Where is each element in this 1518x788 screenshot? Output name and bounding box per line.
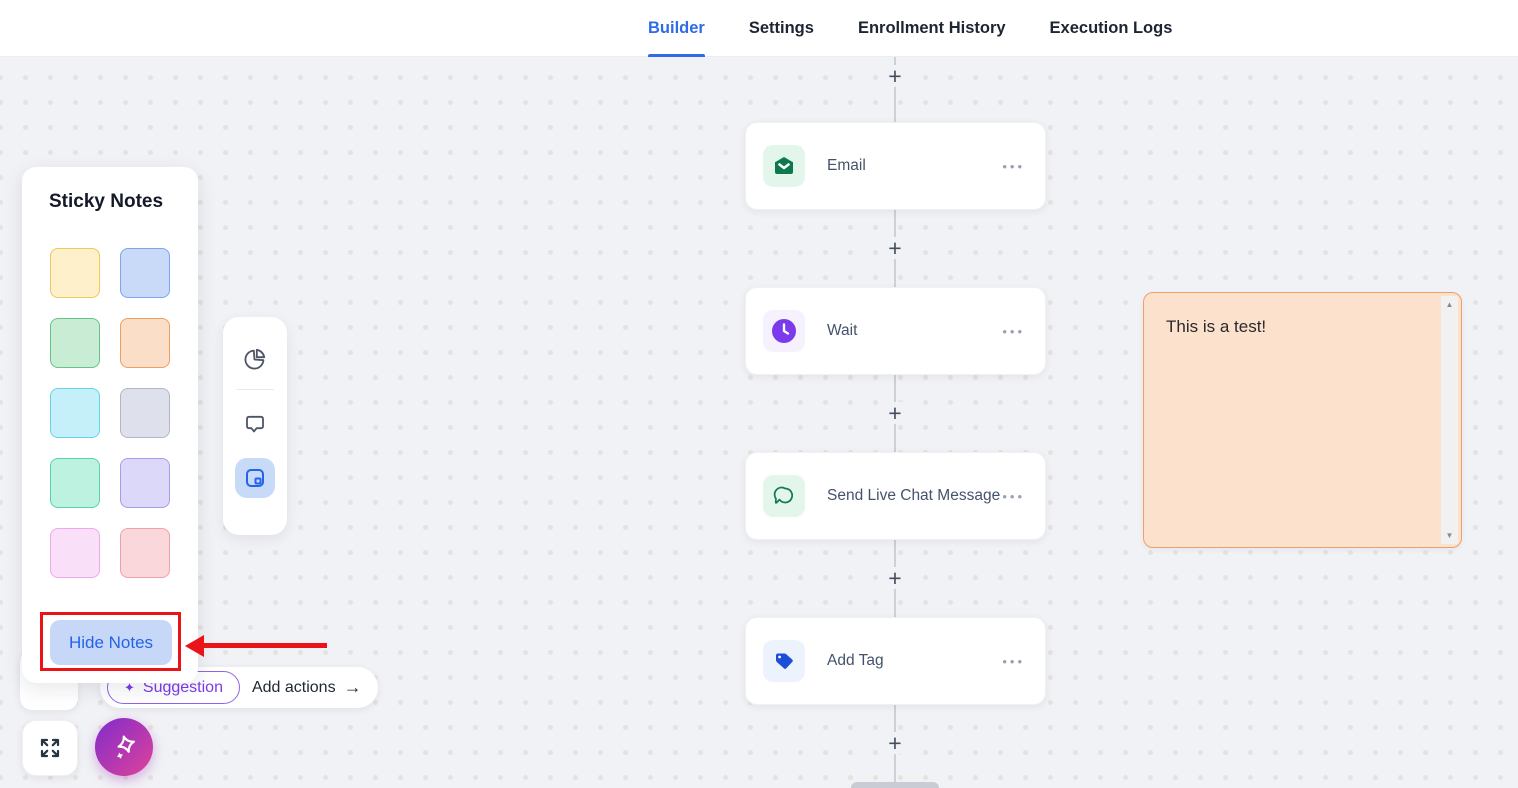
scroll-down-icon[interactable]: ▼ — [1445, 531, 1454, 540]
sparkles-icon — [116, 735, 135, 759]
node-label: Send Live Chat Message — [827, 487, 1001, 504]
email-icon — [763, 145, 805, 187]
expand-icon — [40, 738, 60, 758]
sticky-note[interactable]: This is a test! ▲ ▼ — [1143, 292, 1462, 548]
swatch-cyan[interactable] — [50, 388, 100, 438]
node-label: Wait — [827, 322, 858, 339]
swatch-green[interactable] — [50, 318, 100, 368]
scroll-up-icon[interactable]: ▲ — [1445, 300, 1454, 309]
sparkle-icon: ✦ — [124, 679, 135, 695]
tab-enrollment-history-label: Enrollment History — [857, 19, 1006, 37]
swatch-peach[interactable] — [120, 318, 170, 368]
nav-tabs: Builder Settings Enrollment History Exec… — [648, 0, 1172, 57]
swatch-lavender[interactable] — [120, 458, 170, 508]
sticky-notes-panel: Sticky Notes Hide Notes — [22, 167, 198, 683]
add-step-button[interactable]: + — [883, 567, 907, 590]
add-step-button[interactable]: + — [883, 732, 907, 755]
swatch-blue[interactable] — [120, 248, 170, 298]
tab-execution-logs[interactable]: Execution Logs — [1050, 0, 1173, 57]
add-step-button[interactable]: + — [883, 402, 907, 425]
node-menu-button[interactable]: ••• — [1002, 158, 1025, 174]
workflow-node-live-chat[interactable]: Send Live Chat Message ••• — [745, 452, 1046, 540]
workflow-node-wait[interactable]: Wait ••• — [745, 287, 1046, 375]
workflow-node-email[interactable]: Email ••• — [745, 122, 1046, 210]
sticky-note-text[interactable]: This is a test! — [1166, 317, 1267, 336]
add-actions-label: Add actions — [251, 678, 336, 696]
actions-bar: ✦ Suggestion Add actions → — [100, 667, 378, 708]
node-label: Add Tag — [827, 652, 884, 669]
tab-settings-label: Settings — [748, 19, 814, 37]
fullscreen-button[interactable] — [22, 720, 78, 776]
tab-enrollment-history[interactable]: Enrollment History — [858, 0, 1006, 57]
canvas-side-toolbar — [223, 317, 287, 535]
ai-assistant-button[interactable] — [95, 718, 153, 776]
hide-notes-button[interactable]: Hide Notes — [50, 620, 172, 665]
tab-builder[interactable]: Builder — [648, 0, 705, 57]
node-menu-button[interactable]: ••• — [1002, 323, 1025, 339]
sticky-note-icon[interactable] — [235, 458, 275, 498]
workflow-node-add-tag[interactable]: Add Tag ••• — [745, 617, 1046, 705]
live-chat-icon — [763, 475, 805, 517]
workflow-end-node-partial — [851, 782, 939, 788]
workflow-canvas[interactable]: + + + + + Email ••• Wait — [0, 57, 1518, 788]
sticky-note-scrollbar[interactable]: ▲ ▼ — [1441, 296, 1458, 544]
arrow-right-icon: → — [343, 677, 362, 697]
add-step-button[interactable]: + — [883, 237, 907, 260]
swatch-mint[interactable] — [50, 458, 100, 508]
annotation-arrow-head — [185, 635, 204, 657]
tab-builder-label: Builder — [648, 19, 705, 37]
node-menu-button[interactable]: ••• — [1002, 488, 1025, 504]
swatch-gray[interactable] — [120, 388, 170, 438]
node-menu-button[interactable]: ••• — [1002, 653, 1025, 669]
tab-execution-logs-label: Execution Logs — [1049, 19, 1173, 37]
swatch-pink[interactable] — [50, 528, 100, 578]
annotation-arrow — [203, 643, 327, 648]
swatch-rose[interactable] — [120, 528, 170, 578]
swatch-yellow[interactable] — [50, 248, 100, 298]
node-label: Email — [827, 157, 866, 174]
add-actions-button[interactable]: Add actions → — [252, 677, 362, 698]
active-tab-underline — [648, 54, 705, 57]
top-navigation-bar: Builder Settings Enrollment History Exec… — [0, 0, 1518, 57]
tag-icon — [763, 640, 805, 682]
pie-chart-icon[interactable] — [235, 339, 275, 379]
panel-title: Sticky Notes — [49, 191, 164, 212]
comment-icon[interactable] — [235, 404, 275, 444]
add-step-button[interactable]: + — [883, 65, 907, 88]
clock-icon — [763, 310, 805, 352]
tab-settings[interactable]: Settings — [749, 0, 814, 57]
toolbar-divider — [236, 389, 274, 390]
